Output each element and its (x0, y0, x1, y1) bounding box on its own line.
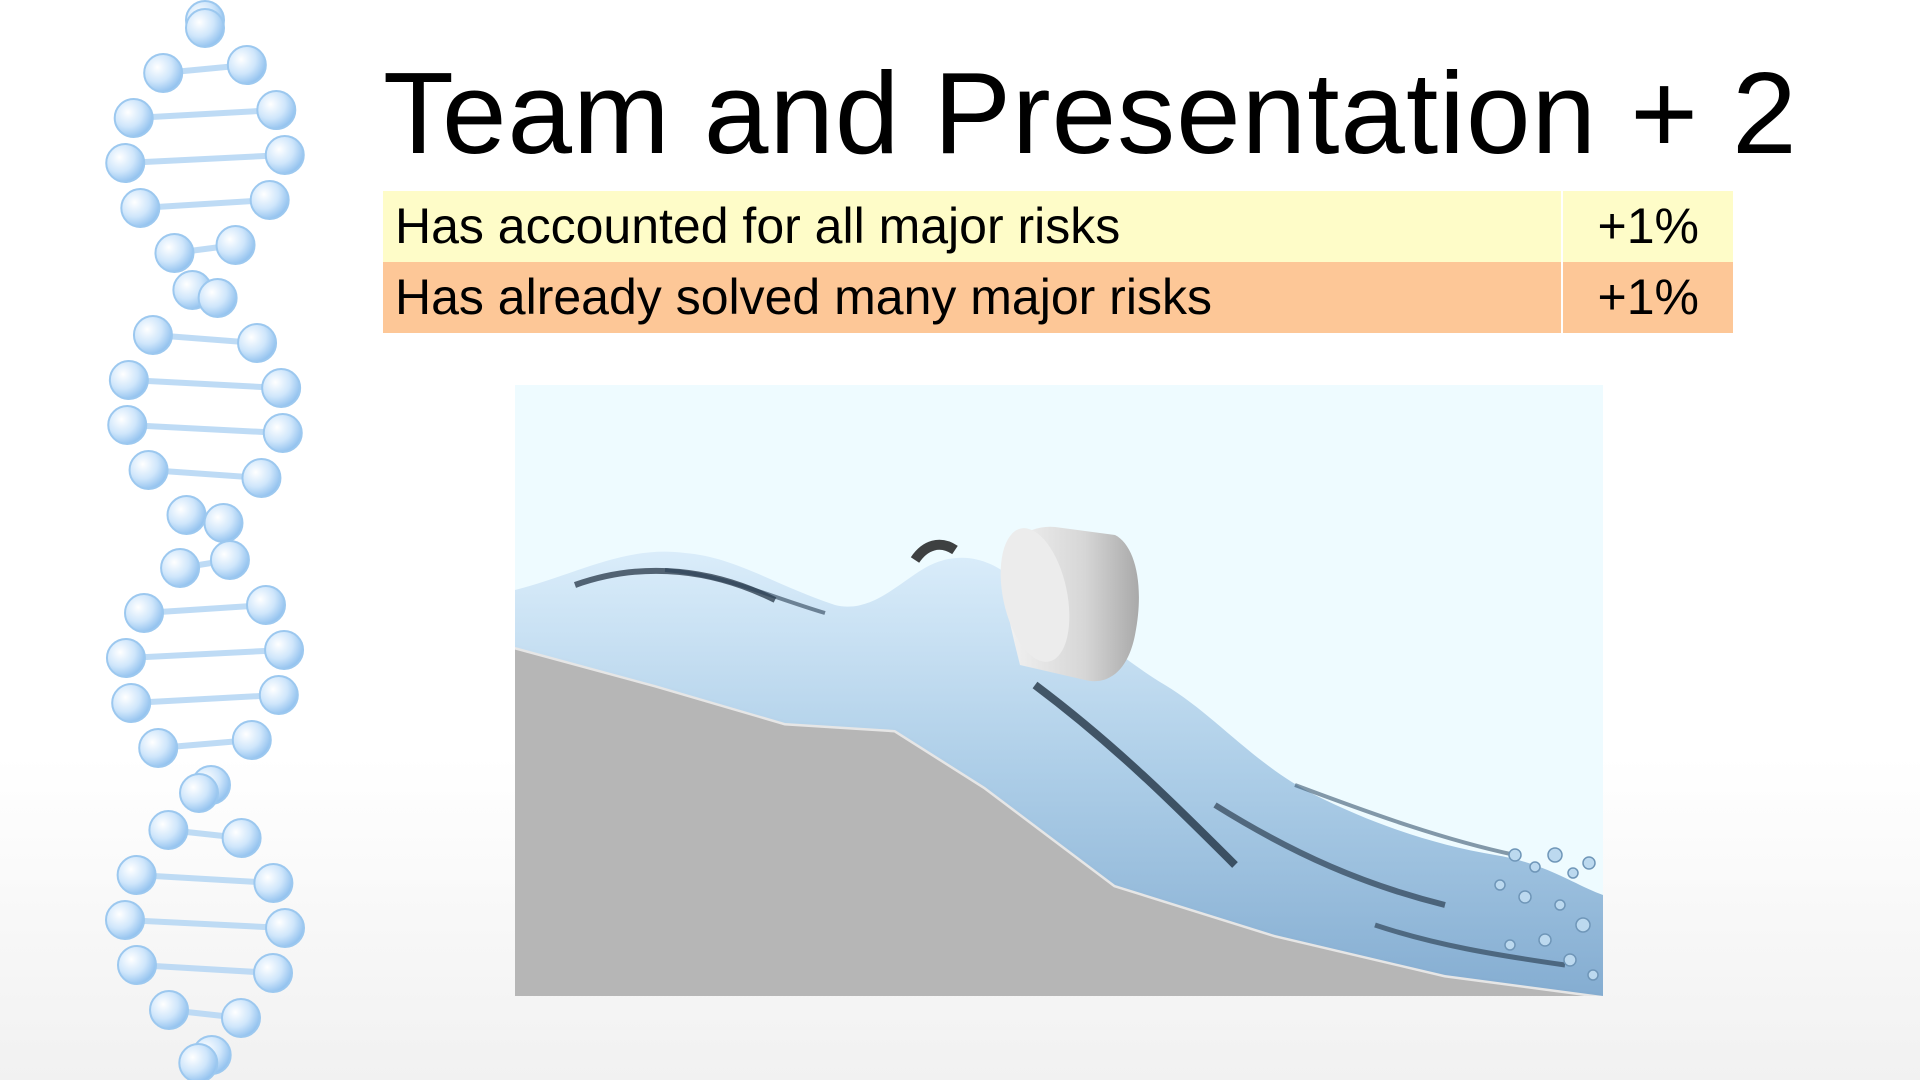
helix-bead (108, 360, 149, 400)
helix-bead (253, 863, 294, 903)
water-streak (1294, 783, 1516, 857)
risk-row-accounted: Has accounted for all major risks +1% (383, 191, 1733, 262)
helix-bead (221, 818, 262, 858)
helix-bead (111, 683, 152, 723)
helix-bead (245, 585, 286, 625)
risk-table: Has accounted for all major risks +1% Ha… (383, 191, 1733, 333)
helix-bead (124, 593, 165, 633)
helix-bead (149, 990, 190, 1030)
slide-title: Team and Presentation + 2 (383, 48, 1798, 178)
helix-bead (160, 548, 201, 588)
helix-bead (264, 630, 305, 670)
helix-bead (107, 405, 148, 445)
helix-bead (116, 945, 157, 985)
helix-link (137, 197, 273, 211)
helix-bead (241, 458, 282, 498)
helix-bead (154, 233, 195, 273)
helix-bead (166, 495, 207, 535)
water-wave (515, 551, 1603, 996)
risk-row-value: +1% (1561, 191, 1733, 262)
helix-link (130, 107, 280, 121)
helix-bead (262, 413, 303, 453)
helix-bead (253, 953, 294, 993)
helix-bead (132, 315, 173, 355)
helix-bead (197, 278, 238, 318)
helix-bead (105, 143, 146, 183)
helix-bead (209, 540, 250, 580)
helix-bead (178, 1043, 219, 1080)
helix-bead (264, 135, 305, 175)
helix-bead (215, 225, 256, 265)
helix-bead (249, 180, 290, 220)
water-streak (1374, 922, 1566, 968)
helix-link (122, 647, 288, 661)
water-droplets (1494, 847, 1599, 981)
helix-link (141, 602, 269, 616)
helix-link (124, 422, 286, 436)
helix-link (122, 917, 288, 931)
helix-bead (231, 720, 272, 760)
helix-link (122, 152, 288, 166)
helix-bead (185, 8, 225, 48)
cylinder-obstacle (1000, 526, 1139, 682)
helix-bead (120, 188, 161, 228)
risk-row-label: Has already solved many major risks (395, 269, 1212, 325)
helix-bead (143, 53, 184, 93)
risk-row-solved: Has already solved many major risks +1% (383, 262, 1733, 333)
water-streak (1032, 681, 1238, 868)
helix-link (133, 962, 277, 976)
helix-link (128, 692, 282, 706)
risk-row-value: +1% (1561, 262, 1733, 333)
helix-bead (258, 675, 299, 715)
helix-bead (226, 45, 267, 85)
water-streak (910, 539, 958, 564)
helix-bead (105, 638, 146, 678)
helix-bead (261, 368, 302, 408)
ground-slope (515, 647, 1603, 996)
helix-bead (116, 855, 157, 895)
helix-bead (138, 728, 179, 768)
water-streak (1213, 802, 1446, 908)
helix-bead (105, 900, 146, 940)
helix-bead (113, 98, 154, 138)
risk-row-label: Has accounted for all major risks (395, 198, 1121, 254)
helix-link (133, 872, 277, 886)
dna-helix-decoration (105, 0, 305, 1080)
helix-link (125, 377, 285, 391)
helix-bead (203, 503, 244, 543)
helix-bead (179, 773, 220, 813)
fluid-simulation-image (515, 385, 1603, 996)
helix-bead (220, 998, 261, 1038)
helix-bead (264, 908, 305, 948)
helix-bead (128, 450, 169, 490)
helix-bead (237, 323, 278, 363)
water-streak (664, 568, 826, 615)
helix-bead (148, 810, 189, 850)
helix-bead (256, 90, 297, 130)
